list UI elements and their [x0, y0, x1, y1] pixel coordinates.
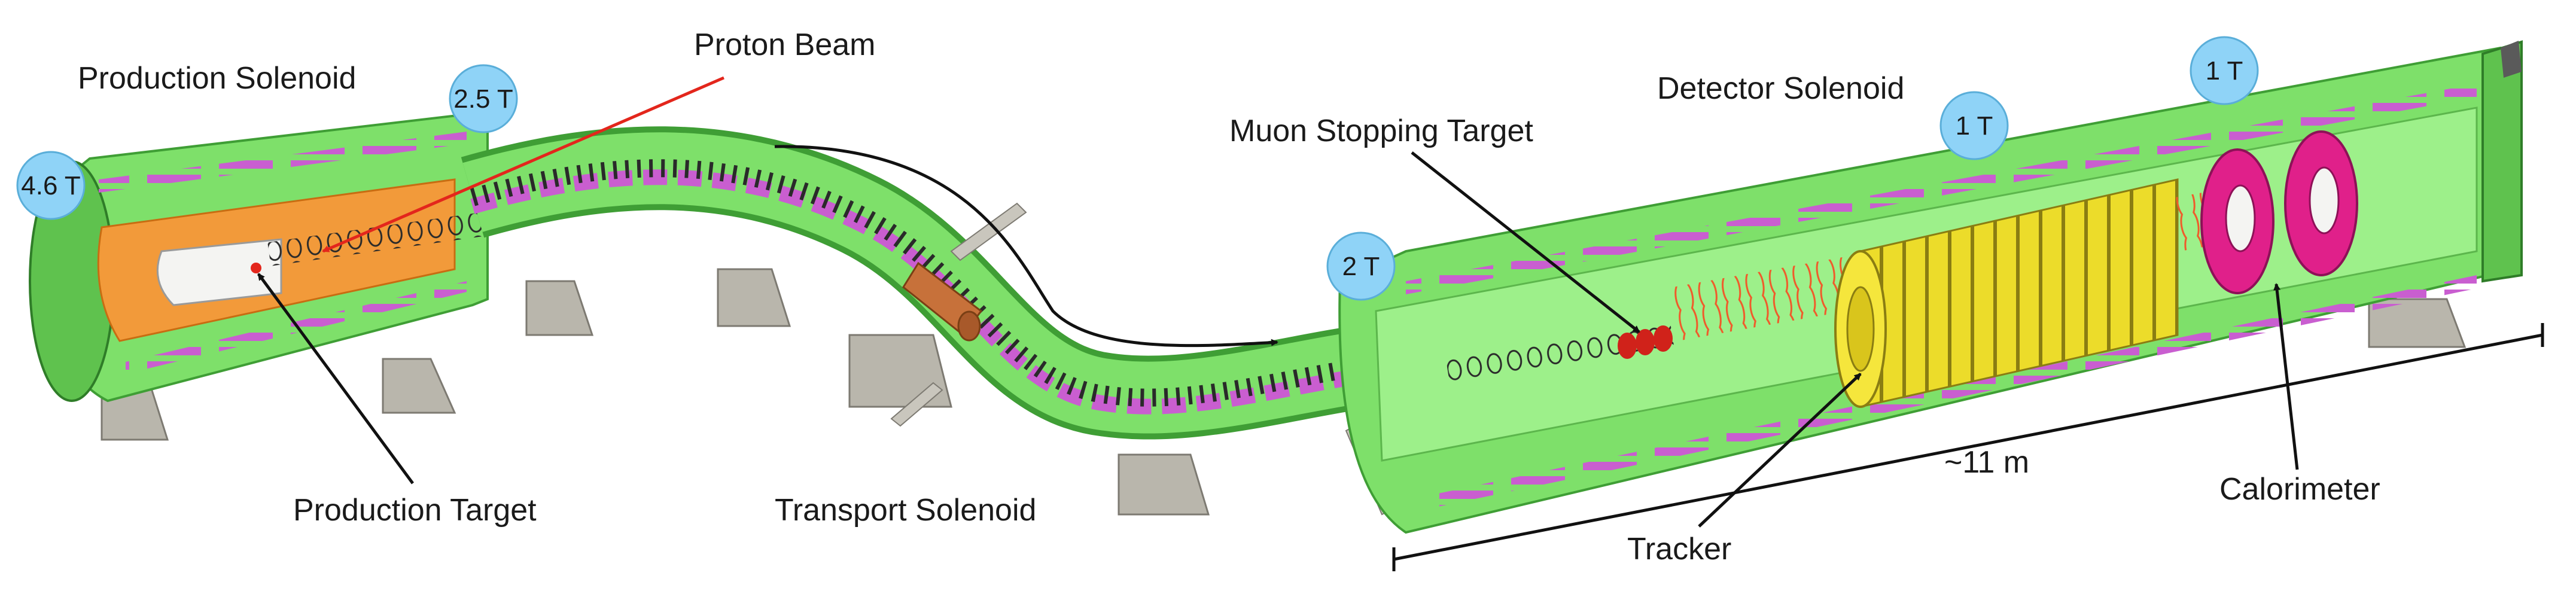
- ds-end-cap: [2501, 41, 2522, 78]
- production-solenoid-label: Production Solenoid: [78, 61, 356, 96]
- production-target-marker: [251, 263, 261, 273]
- muon-flow-arrow: [774, 145, 1278, 348]
- proton-beam-label: Proton Beam: [694, 28, 876, 62]
- field-badge-ds-entrance: 2 T: [1326, 232, 1396, 301]
- field-label-2T: 2 T: [1342, 252, 1380, 281]
- tracker-detector: [1834, 178, 2179, 408]
- ps-support-right: [382, 358, 456, 414]
- ds-helix-dark: [1445, 323, 1674, 383]
- ps-helix: [267, 212, 485, 266]
- production-target-leader: [257, 273, 415, 485]
- muon-stopping-target-label: Muon Stopping Target: [1229, 114, 1533, 148]
- production-target-label: Production Target: [293, 493, 537, 528]
- proton-beam-arrow: [322, 76, 724, 253]
- ds-bottom-coils: [1424, 275, 2477, 510]
- field-badge-ds-middle: 1 T: [1939, 91, 2009, 160]
- ts-helix: [470, 159, 1377, 407]
- ps-bore: [156, 238, 282, 306]
- calorimeter-leader: [2273, 283, 2299, 470]
- ts-support-4: [1118, 453, 1210, 516]
- detector-solenoid: [1338, 40, 2523, 534]
- ts-collimator: [902, 261, 983, 342]
- field-badge-ps-upstream: 4.6 T: [16, 151, 86, 220]
- field-label-1T-a: 1 T: [1956, 111, 1993, 141]
- ts-support-1: [525, 280, 594, 336]
- calorimeter-label: Calorimeter: [2219, 472, 2380, 507]
- ts-bracket-1: [950, 202, 1027, 261]
- field-badge-ps-downstream: 2.5 T: [449, 64, 518, 133]
- field-label-4-6T: 4.6 T: [21, 171, 80, 200]
- calorimeter-disks: [2200, 130, 2358, 294]
- detector-solenoid-label: Detector Solenoid: [1657, 71, 1904, 106]
- ts-support-2: [717, 268, 791, 327]
- field-label-1T-b: 1 T: [2206, 56, 2243, 86]
- muon-stopping-target: [1618, 325, 1673, 359]
- transport-solenoid-label: Transport Solenoid: [775, 493, 1036, 528]
- muon-stopping-target-leader: [1411, 151, 1640, 333]
- tracker-leader: [1698, 373, 1862, 528]
- ts-bracket-2: [890, 382, 943, 427]
- length-dimension: [1392, 323, 2544, 571]
- tracker-label: Tracker: [1627, 532, 1731, 566]
- ps-top-coils: [99, 132, 467, 193]
- length-label: ~11 m: [1944, 445, 2029, 480]
- ds-helix-red: [1670, 253, 1874, 341]
- ds-top-coils: [1406, 84, 2477, 294]
- ds-end-flange: [2481, 40, 2523, 283]
- production-solenoid: [29, 112, 489, 441]
- field-badge-ds-end: 1 T: [2190, 36, 2259, 105]
- field-label-2-5T: 2.5 T: [453, 84, 513, 114]
- transport-solenoid: [461, 126, 1392, 516]
